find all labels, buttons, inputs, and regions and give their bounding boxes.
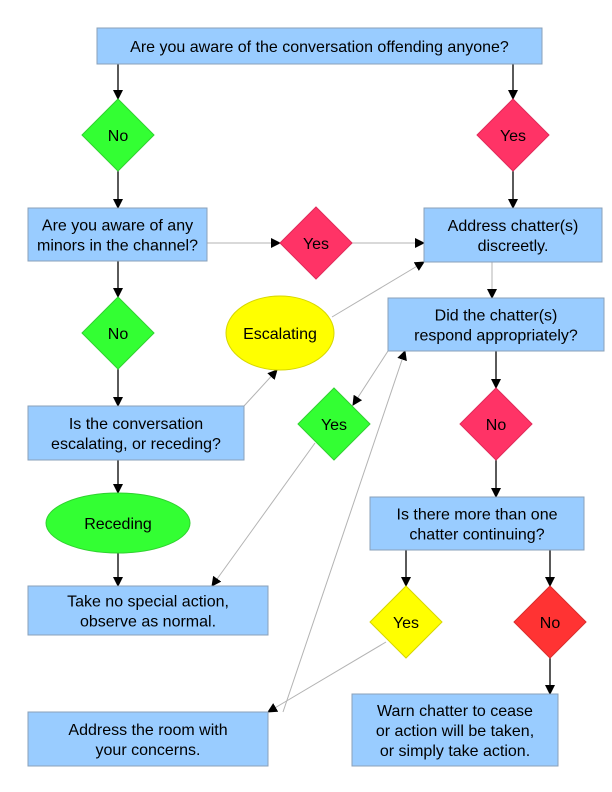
node-label: Did the chatter(s) bbox=[435, 308, 558, 325]
process-box bbox=[423, 207, 603, 263]
node-d-no-1: No bbox=[81, 98, 155, 172]
node-label: No bbox=[486, 417, 507, 434]
process-box bbox=[27, 711, 269, 767]
decision-diamond bbox=[81, 98, 155, 172]
process-box bbox=[369, 496, 585, 551]
node-label: Take no special action, bbox=[67, 594, 229, 611]
connector-d-yes-responded-to-a-no-action bbox=[211, 442, 316, 587]
node-label: Yes bbox=[303, 236, 329, 253]
connector-q-escalating-to-o-escalating bbox=[243, 369, 278, 407]
process-box bbox=[387, 297, 605, 352]
process-box bbox=[27, 405, 245, 461]
node-label: escalating, or receding? bbox=[51, 436, 221, 453]
connector-q-responded-to-d-yes-responded bbox=[352, 350, 389, 406]
node-a-warn: Warn chatter to cease or action will be t… bbox=[351, 693, 559, 767]
connector-o-escalating-to-a-address-discreetly bbox=[331, 261, 425, 318]
node-label: Warn chatter to cease bbox=[377, 703, 533, 720]
decision-diamond bbox=[297, 387, 371, 461]
connector-d-yes-more-to-a-address-room bbox=[267, 641, 387, 713]
node-q-escalating: Is the conversation escalating, or recedi… bbox=[27, 405, 245, 461]
node-q-minors: Are you aware of any minors in the channe… bbox=[27, 207, 208, 262]
node-label: No bbox=[108, 326, 129, 343]
node-label: Address chatter(s) bbox=[448, 218, 579, 235]
decision-diamond bbox=[279, 206, 353, 280]
outcome-ellipse bbox=[45, 492, 191, 554]
node-label: Receding bbox=[84, 516, 152, 533]
decision-diamond bbox=[476, 98, 550, 172]
node-d-no-2: No bbox=[81, 296, 155, 370]
node-q-responded: Did the chatter(s) respond appropriately? bbox=[387, 297, 605, 352]
node-label: Is there more than one bbox=[397, 507, 558, 524]
decision-diamond bbox=[81, 296, 155, 370]
node-label: No bbox=[108, 128, 129, 145]
node-a-address-room: Address the room with your concerns. bbox=[27, 711, 269, 767]
process-box bbox=[351, 693, 559, 767]
node-label: chatter continuing? bbox=[409, 527, 544, 544]
node-label: respond appropriately? bbox=[414, 328, 578, 345]
node-d-yes-responded: Yes bbox=[297, 387, 371, 461]
node-label: Are you aware of any bbox=[42, 218, 193, 235]
decision-diamond bbox=[513, 585, 587, 659]
node-label: or simply take action. bbox=[380, 743, 530, 760]
node-d-no-responded: No bbox=[459, 387, 533, 461]
decision-diamond bbox=[459, 387, 533, 461]
node-label: or action will be taken, bbox=[376, 723, 534, 740]
node-o-receding: Receding bbox=[45, 492, 191, 554]
decision-diamond bbox=[369, 585, 443, 659]
node-label: Are you aware of the conversation offend… bbox=[130, 39, 509, 56]
node-label: Is the conversation bbox=[69, 416, 203, 433]
node-d-yes-minors: Yes bbox=[279, 206, 353, 280]
node-q-offending: Are you aware of the conversation offend… bbox=[96, 27, 543, 65]
node-label: your concerns. bbox=[96, 742, 201, 759]
node-label: Address the room with bbox=[68, 722, 227, 739]
node-o-escalating: Escalating bbox=[225, 295, 335, 371]
node-label: No bbox=[540, 615, 561, 632]
process-box bbox=[27, 585, 269, 636]
node-label: Yes bbox=[500, 128, 526, 145]
node-d-no-more: No bbox=[513, 585, 587, 659]
node-a-no-action: Take no special action, observe as normal… bbox=[27, 585, 269, 636]
node-label: minors in the channel? bbox=[37, 238, 198, 255]
node-label: Yes bbox=[393, 615, 419, 632]
node-q-more-than-one: Is there more than one chatter continuing… bbox=[369, 496, 585, 551]
node-label: observe as normal. bbox=[80, 614, 216, 631]
node-a-address-discreetly: Address chatter(s) discreetly. bbox=[423, 207, 603, 263]
process-box bbox=[96, 27, 543, 65]
connector-a-address-room-to-q-responded bbox=[282, 350, 407, 713]
node-label: discreetly. bbox=[478, 238, 549, 255]
node-label: Yes bbox=[321, 417, 347, 434]
node-d-yes-1: Yes bbox=[476, 98, 550, 172]
process-box bbox=[27, 207, 208, 262]
outcome-ellipse bbox=[225, 295, 335, 371]
node-label: Escalating bbox=[243, 326, 317, 343]
node-d-yes-more: Yes bbox=[369, 585, 443, 659]
